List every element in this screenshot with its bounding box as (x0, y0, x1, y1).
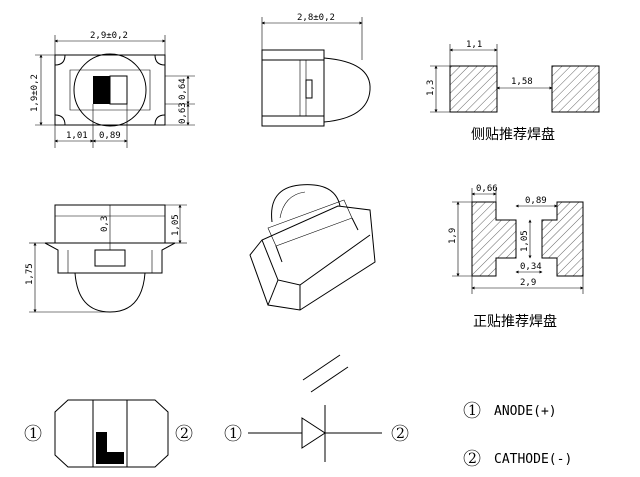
legend-pin1: 1 (468, 403, 477, 419)
pin2-label: 2 (180, 426, 189, 442)
left-offset-label: 1,01 (66, 131, 88, 141)
front-pad-d2: 0,89 (525, 196, 547, 206)
front-pad-height: 1,9 (448, 228, 458, 244)
chip-width-label: 0,89 (99, 131, 121, 141)
front-pads-caption: 正贴推荐焊盘 (473, 313, 557, 330)
diode-schematic: 1 2 (224, 354, 409, 462)
pin1-label: 1 (29, 426, 38, 442)
front-dim-a: 0,3 (100, 216, 110, 232)
pad-b-label: 0,63 (178, 102, 188, 124)
legend-anode: ANODE(+) (494, 404, 557, 419)
schematic-pin1: 1 (229, 426, 238, 442)
legend-pin2: 2 (468, 451, 477, 467)
side-pads: 1,1 1,3 1,58 侧贴推荐焊盘 (426, 40, 600, 143)
side-width-label: 2,8±0,2 (297, 13, 335, 23)
top-width-label: 2,9±0,2 (90, 31, 128, 41)
side-pad-width: 1,1 (466, 40, 482, 50)
pin-legend: 1 ANODE(+) 2 CATHODE(-) (463, 401, 572, 467)
front-pad-d1: 0,66 (476, 184, 498, 194)
schematic-pin2: 2 (396, 426, 405, 442)
isometric-view (249, 184, 376, 311)
bottom-pin-view: 1 2 (24, 399, 193, 468)
front-view: 0,3 1,05 1,75 (25, 204, 187, 313)
top-height-label: 1,9±0,2 (30, 74, 40, 112)
front-pads: 0,66 0,89 1,9 1,05 0,34 2,9 正贴推荐焊盘 (448, 184, 584, 330)
side-pad-height: 1,3 (426, 80, 436, 96)
legend-cathode: CATHODE(-) (494, 452, 572, 467)
top-view: 2,9±0,2 1,9±0,2 0,64 0,63 1,01 0,89 (30, 31, 195, 148)
side-pads-caption: 侧贴推荐焊盘 (471, 126, 555, 143)
front-height-label: 1,75 (25, 263, 35, 285)
front-dim-b: 1,05 (171, 214, 181, 236)
front-pad-d3: 1,05 (520, 230, 530, 252)
front-pad-total: 2,9 (520, 278, 536, 288)
side-view: 2,8±0,2 (261, 13, 371, 127)
pad-a-label: 0,64 (178, 78, 188, 100)
front-pad-d4: 0,34 (520, 262, 542, 272)
side-pad-gap: 1,58 (511, 77, 533, 87)
